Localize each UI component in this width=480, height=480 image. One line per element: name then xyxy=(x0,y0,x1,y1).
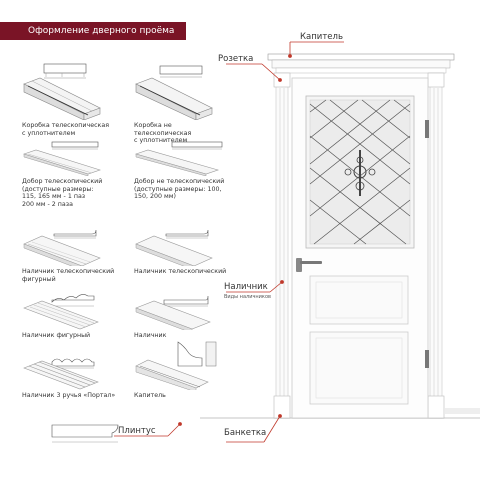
item-extension-telescopic: Добор телескопический (доступные размеры… xyxy=(22,140,118,208)
item-casing-figured: Наличник фигурный xyxy=(22,292,118,340)
caption-capital-part: Капитель xyxy=(134,392,166,399)
header-title: Оформление дверного проёма xyxy=(28,26,175,36)
label-rosette: Розетка xyxy=(218,54,254,64)
label-plinth: Плинтус xyxy=(118,426,156,436)
caption-box-telescopic: Коробка телескопическая с уплотнителем xyxy=(22,122,109,137)
leader-lines xyxy=(114,41,344,443)
casing-portal-drawing xyxy=(23,358,99,390)
extension-telescopic-drawing xyxy=(23,141,101,176)
glass-ornament xyxy=(344,150,376,196)
hinge-bottom xyxy=(425,350,429,368)
capital-cornice xyxy=(267,53,455,61)
caption-casing-telescopic-figured: Наличник телескопический фигурный xyxy=(22,268,115,283)
right-casing xyxy=(429,72,443,419)
item-extension-non-telescopic: Добор не телескопический (доступные разм… xyxy=(134,140,230,201)
box-telescopic-drawing xyxy=(23,63,101,120)
header-banner: Оформление дверного проёма xyxy=(0,22,186,40)
item-casing-telescopic-figured: Наличник телескопический фигурный xyxy=(22,226,118,283)
item-casing: Наличник xyxy=(134,292,230,340)
item-capital-part: Капитель xyxy=(134,338,230,400)
casing-figured-drawing xyxy=(23,294,99,330)
item-casing-portal: Наличник 3 ручья «Портал» xyxy=(22,352,118,400)
item-box-non-telescopic: Коробка не телескопическая с уплотнителе… xyxy=(134,62,230,145)
label-casing-sub: Виды наличников xyxy=(224,294,271,300)
caption-extension-telescopic: Добор телескопический (доступные размеры… xyxy=(22,178,103,208)
caption-box-non-telescopic: Коробка не телескопическая с уплотнителе… xyxy=(134,122,192,145)
caption-extension-non-telescopic: Добор не телескопический (доступные разм… xyxy=(134,178,225,201)
hinge-top xyxy=(425,120,429,138)
door-handle-plate xyxy=(296,258,302,272)
caption-casing-telescopic: Наличник телескопический xyxy=(134,268,227,275)
label-casing: Наличник xyxy=(224,282,268,292)
label-bench: Банкетка xyxy=(224,428,267,438)
bench-left xyxy=(273,395,291,419)
lower-panel xyxy=(309,331,409,405)
caption-casing-figured: Наличник фигурный xyxy=(22,332,91,339)
bench-right xyxy=(427,395,445,419)
rosette-right xyxy=(427,72,445,88)
plinth-profile xyxy=(51,424,119,438)
door-handle xyxy=(300,261,322,264)
casing-drawing xyxy=(135,295,211,330)
rosette-left xyxy=(273,72,291,88)
casing-telescopic-drawing xyxy=(135,229,213,266)
box-non-telescopic-drawing xyxy=(135,65,213,120)
left-casing xyxy=(275,72,289,419)
item-casing-telescopic: Наличник телескопический xyxy=(134,226,230,276)
item-box-telescopic: Коробка телескопическая с уплотнителем xyxy=(22,62,118,137)
extension-non-telescopic-drawing xyxy=(134,141,223,176)
capital-part-drawing xyxy=(135,341,217,390)
caption-casing: Наличник xyxy=(134,332,167,339)
caption-casing-portal: Наличник 3 ручья «Портал» xyxy=(22,392,116,399)
casing-telescopic-figured-drawing xyxy=(23,229,101,266)
upper-panel xyxy=(309,275,409,325)
label-capital: Капитель xyxy=(300,32,343,42)
